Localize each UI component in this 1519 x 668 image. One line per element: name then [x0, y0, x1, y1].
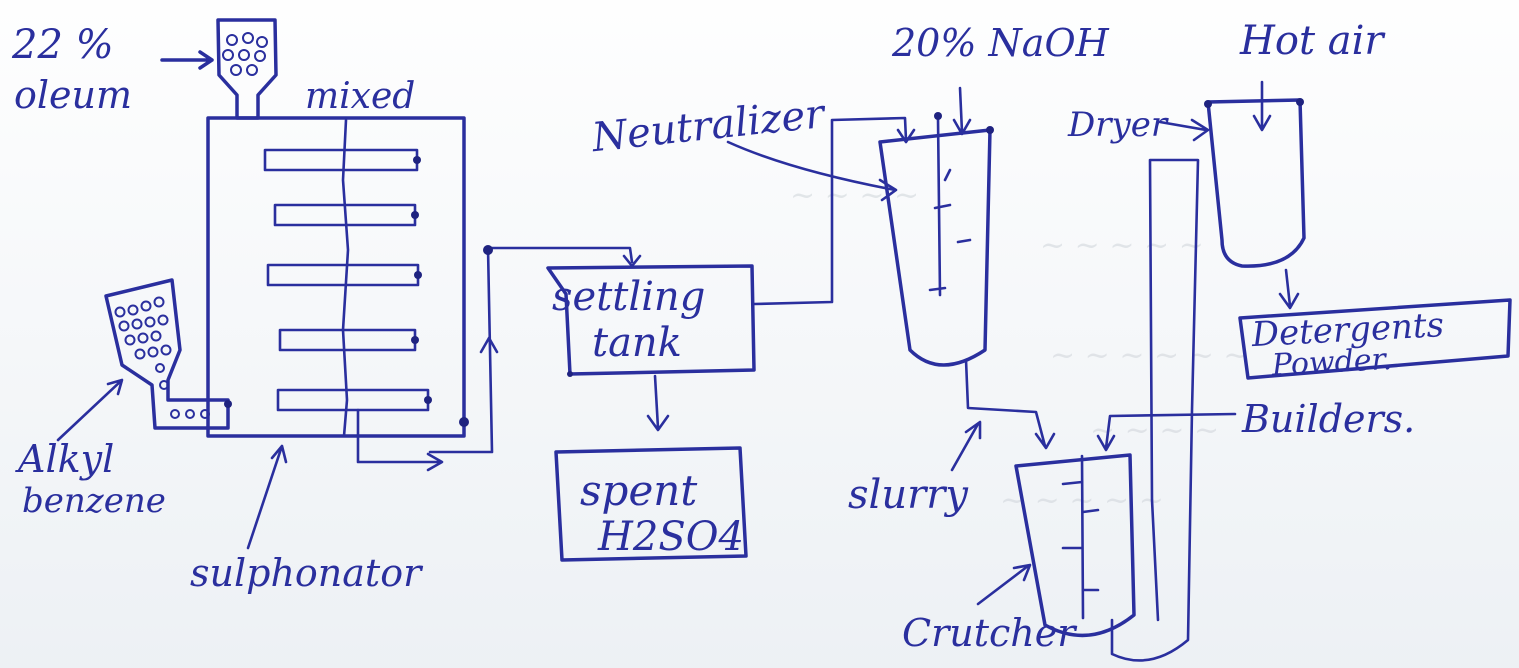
label-naoh: 20% NaOH [891, 21, 1110, 65]
label-alkyl: Alkyl [15, 437, 114, 481]
oleum-feed-arrow [162, 52, 212, 68]
label-hot-air: Hot air [1239, 18, 1386, 64]
svg-text:~ ~ ~ ~ ~: ~ ~ ~ ~ ~ [1040, 228, 1204, 263]
neutralizer-vessel [880, 112, 994, 365]
hot-air-feed-arrow [1254, 82, 1270, 130]
label-sulphonator: sulphonator [190, 551, 424, 595]
label-benzene: benzene [22, 481, 166, 521]
dryer-inlet-arrow [1160, 120, 1208, 140]
label-h2so4: H2SO4 [597, 514, 744, 560]
label-settling: settling [552, 274, 705, 320]
label-dryer: Dryer [1067, 105, 1169, 145]
pipe-joint [483, 245, 493, 255]
pipe-sulphonator-to-settling [358, 410, 442, 470]
alkyl-pointer-arrow [58, 380, 122, 440]
naoh-feed-arrow [954, 88, 970, 134]
settling-to-spent-arrow [648, 376, 668, 430]
sulphonator-pointer-arrow [248, 446, 286, 548]
dryer-vessel [1204, 98, 1304, 266]
label-mixed: mixed [305, 76, 415, 117]
crutcher-pointer-arrow [978, 565, 1030, 604]
sulphonator-vessel [208, 118, 469, 436]
label-oleum: oleum [14, 73, 132, 117]
label-powder: Powder. [1270, 342, 1393, 383]
alkyl-benzene-hopper [106, 280, 232, 428]
label-crutcher: Crutcher [902, 611, 1078, 655]
slurry-pointer-arrow [952, 422, 980, 470]
label-slurry: slurry [848, 472, 969, 518]
label-builders: Builders. [1241, 397, 1415, 441]
label-oleum-percent: 22 % [11, 22, 114, 68]
svg-text:~ ~ ~ ~ ~ ~: ~ ~ ~ ~ ~ ~ [1050, 338, 1249, 373]
oleum-hopper [218, 20, 276, 118]
svg-text:~ ~ ~ ~: ~ ~ ~ ~ [790, 178, 919, 213]
label-tank: tank [592, 320, 682, 366]
dryer-to-product-arrow [1280, 270, 1298, 308]
label-spent: spent [580, 466, 697, 515]
label-neutralizer: Neutralizer [589, 91, 829, 162]
